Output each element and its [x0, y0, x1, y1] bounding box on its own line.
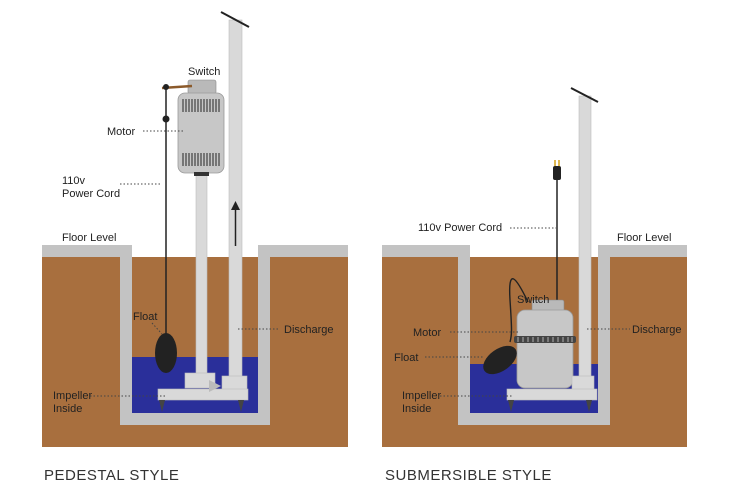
pedestal-label-power-cord-2: Power Cord: [62, 188, 120, 200]
pedestal-rod-stop: [162, 115, 170, 123]
pedestal-motor-collar: [194, 172, 209, 176]
submersible-label-float: Float: [394, 352, 418, 364]
pedestal-labels: Switch Motor 110v Power Cord Floor Level…: [53, 66, 334, 415]
submersible-base-plate: [506, 388, 598, 401]
submersible-label-power-cord: 110v Power Cord: [418, 222, 502, 234]
pedestal-pit: [42, 245, 348, 447]
submersible-labels: 110v Power Cord Floor Level Switch Motor…: [394, 222, 682, 415]
pedestal-label-power-cord-1: 110v: [62, 175, 86, 187]
pedestal-motor-vents-top: [182, 99, 220, 112]
pedestal-label-floor-level: Floor Level: [62, 232, 116, 244]
submersible-title: SUBMERSIBLE STYLE: [385, 467, 552, 484]
submersible-pump: [483, 87, 599, 412]
submersible-discharge-cap: [570, 87, 599, 103]
submersible-concrete-basin: [382, 245, 687, 425]
submersible-motor-band: [514, 336, 576, 343]
submersible-label-motor: Motor: [413, 327, 441, 339]
pedestal-label-impeller-1: Impeller: [53, 390, 92, 402]
submersible-label-impeller-2: Inside: [402, 403, 431, 415]
submersible-label-floor-level: Floor Level: [617, 232, 671, 244]
pedestal-switch-box: [187, 79, 217, 95]
pedestal-shaft-column: [195, 172, 208, 384]
pedestal-foot-left: [159, 400, 165, 412]
pedestal-float: [155, 333, 177, 373]
submersible-label-switch: Switch: [517, 294, 549, 306]
pedestal-foot-right: [238, 400, 244, 412]
pedestal-foot-arrow: [209, 380, 221, 392]
pedestal-discharge-cap: [220, 11, 250, 28]
submersible-leaders: [425, 227, 630, 397]
pedestal-label-discharge: Discharge: [284, 324, 334, 336]
pedestal-flow-arrowhead: [231, 201, 240, 210]
pedestal-label-motor: Motor: [107, 126, 135, 138]
submersible-float: [483, 345, 517, 375]
pedestal-label-switch: Switch: [188, 66, 220, 78]
submersible-label-impeller-1: Impeller: [402, 390, 441, 402]
submersible-foot-right: [586, 400, 592, 412]
submersible-foot-left: [508, 400, 514, 412]
pedestal-leaders: [90, 130, 280, 397]
pedestal-impeller-housing: [184, 372, 216, 389]
pedestal-pump: [155, 11, 250, 412]
submersible-motor-band-ribs: [517, 337, 573, 342]
submersible-discharge-pipe: [578, 95, 592, 391]
pedestal-motor-vents-bottom: [182, 153, 220, 166]
pedestal-title: PEDESTAL STYLE: [44, 467, 179, 484]
submersible-float-tether: [508, 278, 529, 343]
submersible-label-discharge: Discharge: [632, 324, 682, 336]
submersible-plug: [553, 166, 561, 180]
submersible-motor: [516, 309, 574, 389]
pedestal-base-plate: [157, 388, 249, 401]
pedestal-label-float: Float: [133, 311, 157, 323]
pedestal-label-impeller-2: Inside: [53, 403, 82, 415]
